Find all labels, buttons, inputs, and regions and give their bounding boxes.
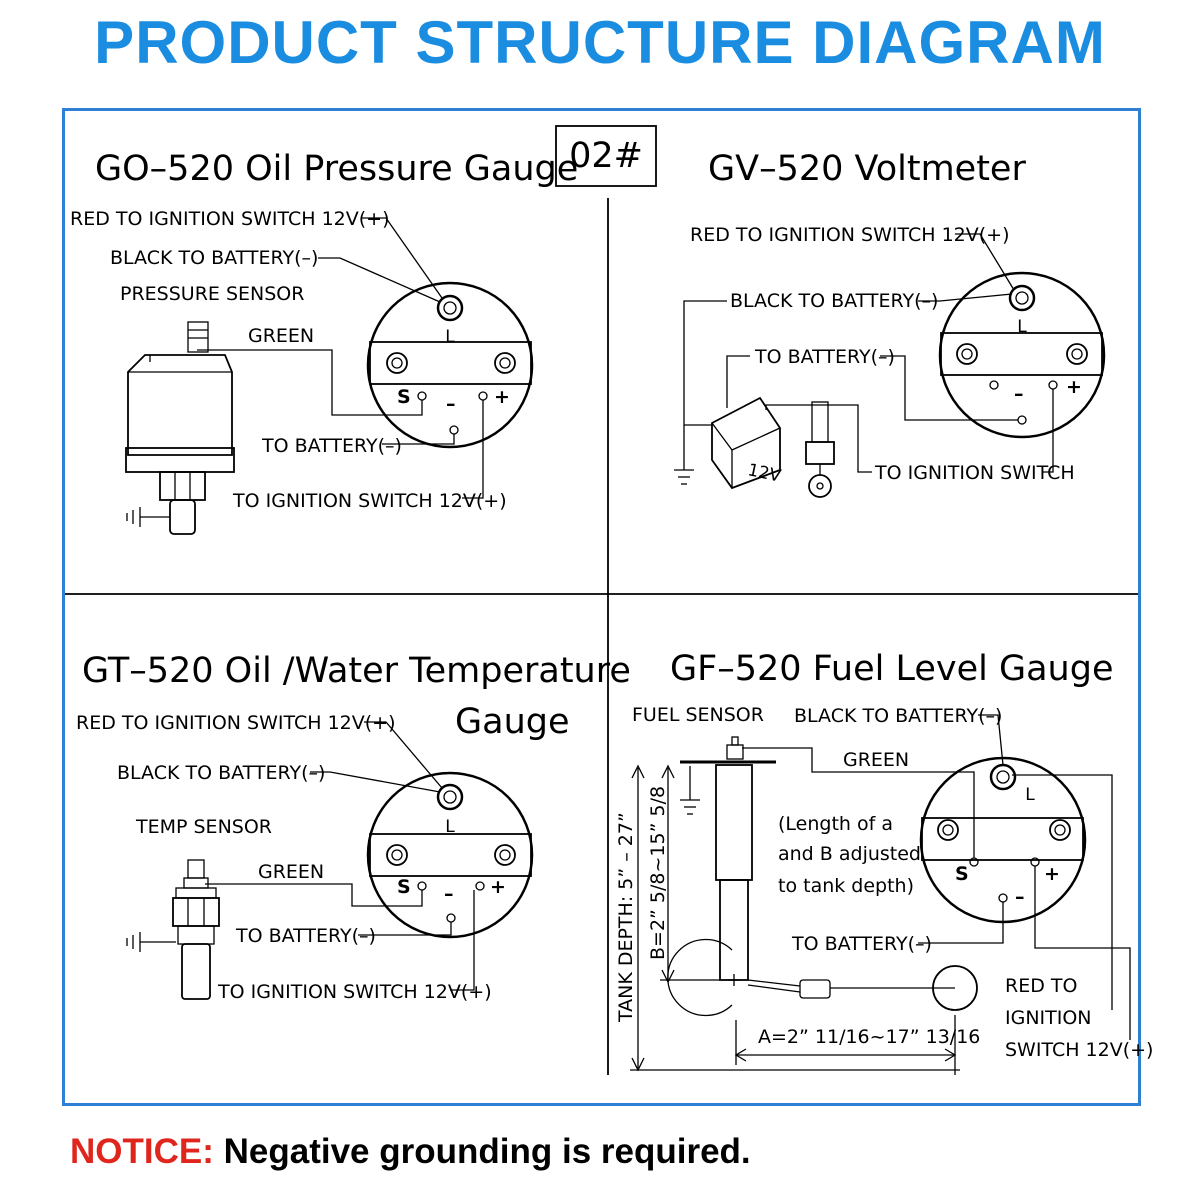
fuel-heading: GF–520 Fuel Level Gauge <box>670 649 1113 689</box>
oil-red-wire-label: RED TO IGNITION SWITCH 12V(+) <box>70 208 390 230</box>
oil-gauge: L S – + <box>366 281 534 449</box>
fuel-black-wire-label: BLACK TO BATTERY(–) <box>794 705 1002 727</box>
dimension-lines <box>630 764 960 1075</box>
svg-text:+: + <box>490 876 506 898</box>
svg-text:–: – <box>446 393 456 415</box>
svg-text:L: L <box>445 817 455 837</box>
ignition-key-icon <box>805 401 835 498</box>
fuel-red-line1: RED TO <box>1005 975 1077 997</box>
svg-text:+: + <box>1066 376 1082 398</box>
oil-sensor-label: PRESSURE SENSOR <box>120 283 304 305</box>
battery-icon: 12V <box>711 396 783 490</box>
fuel-sensor-label: FUEL SENSOR <box>632 704 764 726</box>
temp-heading-line1: GT–520 Oil /Water Temperature <box>82 651 631 691</box>
fuel-gauge: L S – + <box>919 756 1087 924</box>
fuel-quadrant: GF–520 Fuel Level Gauge FUEL SENSOR BLAC… <box>615 649 1153 1075</box>
model-tag: 02# <box>555 125 657 187</box>
diagram-frame <box>62 108 1141 1106</box>
temp-ground-symbol-icon <box>126 932 176 952</box>
oil-pressure-quadrant: GO–520 Oil Pressure Gauge RED TO IGNITIO… <box>70 149 578 535</box>
temp-black-wire-label: BLACK TO BATTERY(–) <box>117 762 325 784</box>
volt-red-wire-label: RED TO IGNITION SWITCH 12V(+) <box>690 224 1010 246</box>
fuel-note-line1: (Length of a <box>778 813 893 835</box>
page-title: PRODUCT STRUCTURE DIAGRAM <box>94 9 1106 76</box>
volt-ground-symbol-icon <box>674 469 694 485</box>
temp-red-wire-label: RED TO IGNITION SWITCH 12V(+) <box>76 712 396 734</box>
oil-green-label: GREEN <box>248 325 314 347</box>
volt-to-ignition-label: TO IGNITION SWITCH <box>874 462 1075 484</box>
svg-text:–: – <box>1014 383 1024 405</box>
svg-text:S: S <box>955 863 969 885</box>
temp-gauge: L S – + <box>366 771 534 939</box>
fuel-to-battery-label: TO BATTERY(–) <box>791 933 932 955</box>
svg-text:–: – <box>1015 886 1025 908</box>
svg-text:12V: 12V <box>746 460 783 487</box>
svg-text:S: S <box>397 386 411 408</box>
model-tag-label: 02# <box>569 136 643 176</box>
oil-black-wire-label: BLACK TO BATTERY(–) <box>110 247 318 269</box>
fuel-green-label: GREEN <box>843 749 909 771</box>
volt-gauge: L – + <box>938 271 1106 439</box>
oil-to-ignition-label: TO IGNITION SWITCH 12V(+) <box>232 490 507 512</box>
temperature-quadrant: GT–520 Oil /Water Temperature Gauge RED … <box>76 651 631 1003</box>
notice-text: Negative grounding is required. <box>223 1132 751 1171</box>
notice-label: NOTICE: <box>70 1132 214 1171</box>
temp-green-label: GREEN <box>258 861 324 883</box>
voltmeter-quadrant: GV–520 Voltmeter RED TO IGNITION SWITCH … <box>674 149 1106 498</box>
svg-text:L: L <box>445 327 455 347</box>
temp-to-ignition-label: TO IGNITION SWITCH 12V(+) <box>217 981 492 1003</box>
dim-a-label: A=2” 11/16~17” 13/16 <box>758 1026 980 1048</box>
svg-text:+: + <box>1044 863 1060 885</box>
fuel-red-line3: SWITCH 12V(+) <box>1005 1039 1153 1061</box>
temp-to-battery-label: TO BATTERY(–) <box>235 925 376 947</box>
fuel-sensor-icon <box>667 736 978 1017</box>
svg-text:+: + <box>494 386 510 408</box>
svg-text:L: L <box>1017 317 1027 337</box>
ground-symbol-icon <box>126 507 170 527</box>
fuel-note-line3: to tank depth) <box>778 875 914 897</box>
dim-b-label: B=2” 5/8~15” 5/8 <box>647 786 669 960</box>
oil-pressure-heading: GO–520 Oil Pressure Gauge <box>95 149 578 189</box>
fuel-note-line2: and B adjusted <box>778 843 921 865</box>
oil-to-battery-label: TO BATTERY(–) <box>261 435 402 457</box>
temp-heading-line2: Gauge <box>455 702 570 742</box>
notice: NOTICE: Negative grounding is required. <box>70 1132 751 1172</box>
fuel-ground-symbol-icon <box>680 766 700 815</box>
temp-sensor-icon <box>172 859 220 1000</box>
svg-text:S: S <box>397 876 411 898</box>
pressure-sensor-icon <box>125 321 235 535</box>
fuel-red-line2: IGNITION <box>1005 1007 1092 1029</box>
svg-text:L: L <box>1025 785 1035 805</box>
volt-to-battery-label: TO BATTERY(–) <box>754 346 895 368</box>
temp-sensor-label: TEMP SENSOR <box>135 816 272 838</box>
tank-depth-label: TANK DEPTH: 5” – 27” <box>615 812 637 1023</box>
volt-black-wire-label: BLACK TO BATTERY(–) <box>730 290 938 312</box>
svg-text:–: – <box>444 883 454 905</box>
voltmeter-heading: GV–520 Voltmeter <box>708 149 1026 189</box>
